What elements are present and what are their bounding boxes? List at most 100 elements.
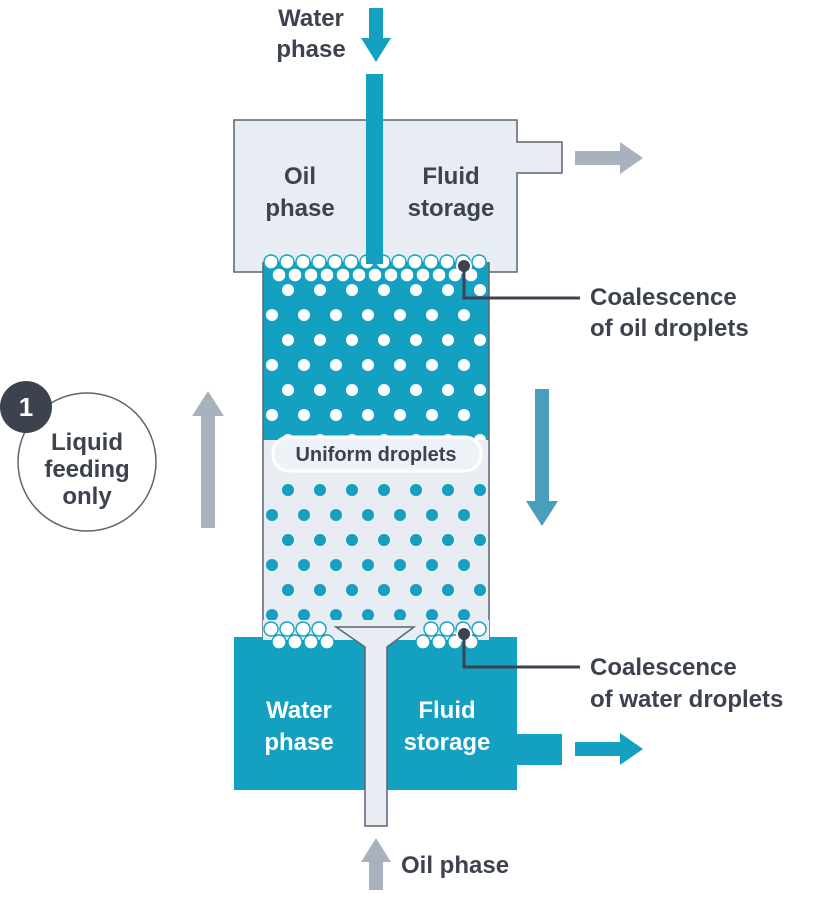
droplet [458,509,470,521]
droplet [378,384,390,396]
droplet [319,267,335,283]
droplet [458,409,470,421]
droplet [250,534,262,546]
droplet [314,284,326,296]
bottom-chamber-water-label-line2: phase [264,729,333,756]
droplet [295,621,311,637]
droplet [423,621,439,637]
droplet [426,309,438,321]
water-inlet-pipe [366,74,383,264]
droplet [362,509,374,521]
bottom-chamber-storage-label-line2: storage [404,729,491,756]
droplet [426,609,438,620]
step-badge: 1 Liquid feeding only [0,381,157,532]
droplet [490,609,502,621]
droplet [474,384,486,396]
step-number-circle [0,381,52,433]
droplet [394,509,406,521]
droplet [362,559,374,571]
droplet [471,621,487,637]
uniform-droplets-label: Uniform droplets [295,444,456,466]
droplet [442,584,454,596]
badge-line2: feeding [44,456,129,483]
droplet [442,484,454,496]
column-body: Uniform droplets [250,262,502,638]
top-chamber-storage-label-line1: Fluid [422,163,479,190]
droplet [330,609,342,620]
badge-line3: only [62,483,112,510]
droplet [330,409,342,421]
droplet [314,484,326,496]
droplet [319,634,335,650]
droplet [415,267,431,283]
droplet [314,534,326,546]
droplet [423,254,439,270]
droplet [394,559,406,571]
droplet [490,309,502,321]
droplet [250,284,262,296]
droplet [439,254,455,270]
droplet [282,384,294,396]
droplet [442,334,454,346]
droplet [410,284,422,296]
droplet [279,621,295,637]
right-arrow-icon [575,142,643,174]
droplet [263,621,279,637]
droplet [458,309,470,321]
droplet [282,584,294,596]
droplet [383,267,399,283]
top-inlet-label-line1: Water [278,5,344,32]
droplet [490,409,502,421]
callout-water-line2: of water droplets [590,686,783,713]
bottom-chamber-water-label-line1: Water [266,697,332,724]
droplet [330,559,342,571]
droplet [282,284,294,296]
top-chamber-oil-label-line1: Oil [284,163,316,190]
droplet [362,309,374,321]
droplet [311,621,327,637]
droplet [362,409,374,421]
droplet [295,254,311,270]
droplet [490,509,502,521]
step-number: 1 [19,392,33,422]
droplet [279,254,295,270]
top-chamber-oil-label-line2: phase [265,195,334,222]
droplet [266,609,278,620]
droplet [458,559,470,571]
droplet [346,284,358,296]
droplet [266,309,278,321]
droplet [399,267,415,283]
droplet [266,359,278,371]
callout-oil-line2: of oil droplets [590,315,749,342]
top-inlet: Water phase [276,5,391,63]
droplet [303,267,319,283]
droplet [271,267,287,283]
droplet [351,267,367,283]
droplet [282,484,294,496]
bottom-inlet-label: Oil phase [401,852,509,879]
droplet [298,359,310,371]
droplet [282,534,294,546]
droplet [266,409,278,421]
bottom-chamber: Water phase Fluid storage [234,620,643,790]
droplet [314,334,326,346]
droplet [287,634,303,650]
droplet [250,484,262,496]
droplet [346,484,358,496]
droplet [250,384,262,396]
droplet [391,254,407,270]
droplet [346,384,358,396]
droplet [330,359,342,371]
droplet [282,334,294,346]
droplet [314,384,326,396]
droplet [431,267,447,283]
droplet [426,509,438,521]
droplet [298,409,310,421]
droplet [362,609,374,620]
droplet [367,267,383,283]
droplet [343,254,359,270]
droplet [394,409,406,421]
droplet [394,309,406,321]
upflow-arrow-icon [192,391,224,528]
droplet [378,584,390,596]
